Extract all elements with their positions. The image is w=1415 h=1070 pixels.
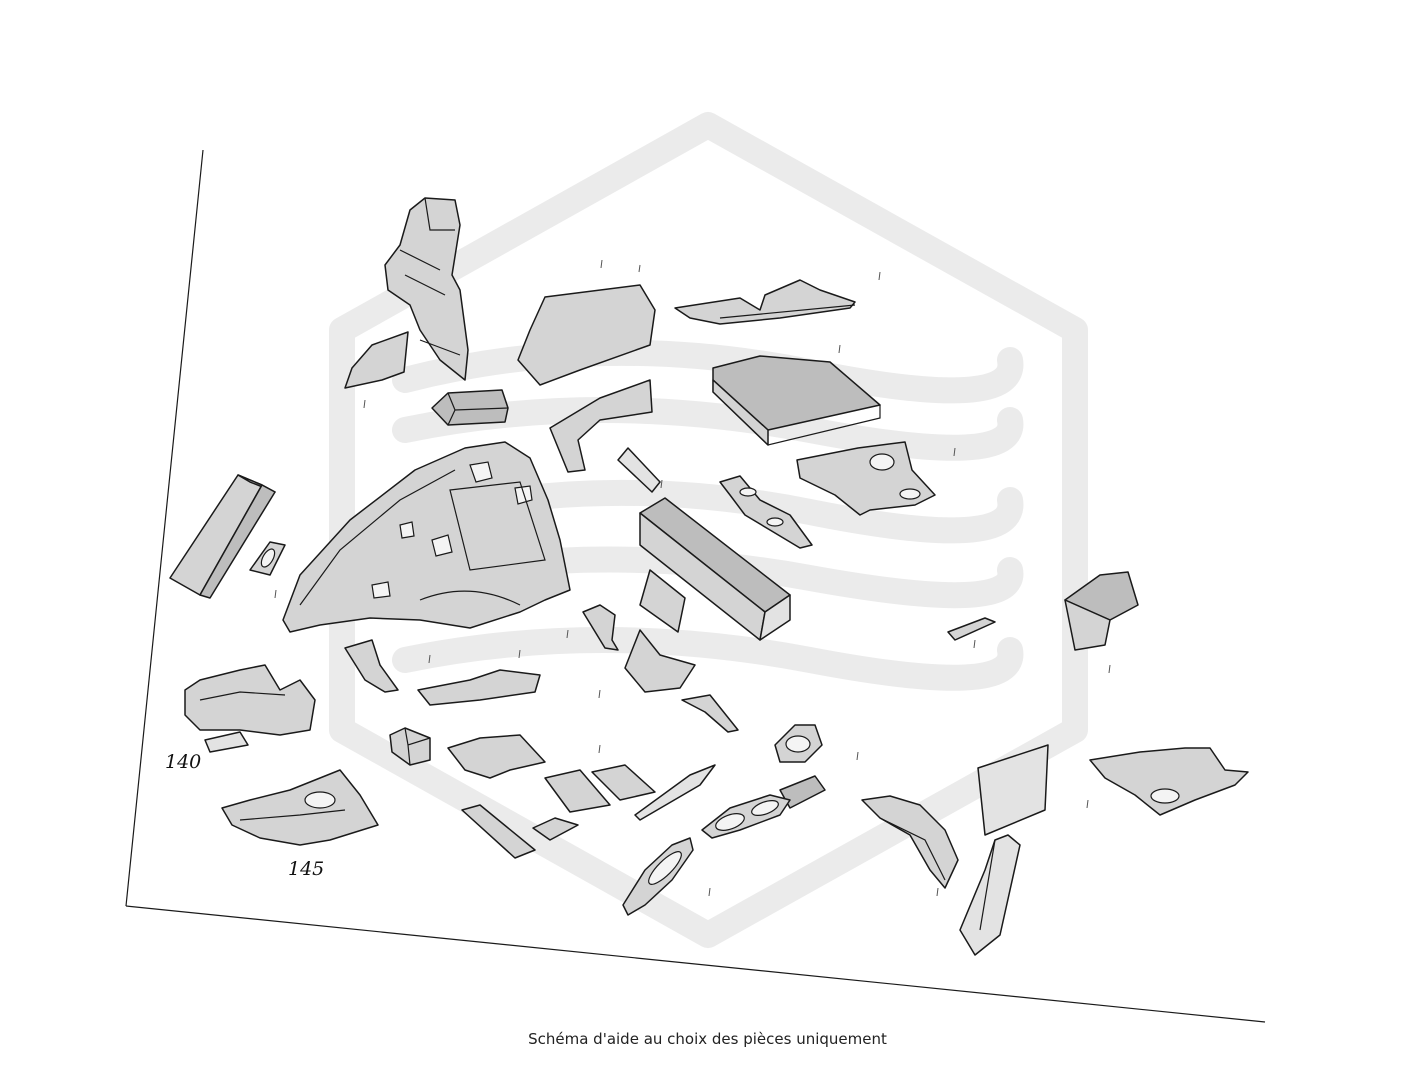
bracket-mid-b[interactable] [624,629,696,693]
screw-markers [274,259,1111,897]
right-plate-with-hole[interactable] [796,441,936,516]
callout-145: 145 [288,858,324,880]
oval-grommet[interactable] [249,541,286,576]
flat-sheet-right[interactable] [977,744,1049,836]
curved-strip-a[interactable] [344,639,399,693]
foam-block-left[interactable] [169,474,276,599]
cube-part[interactable] [1064,571,1139,651]
thin-strip[interactable] [634,764,716,821]
small-box-a[interactable] [431,389,509,426]
small-tag[interactable] [617,447,661,493]
small-bracket-a[interactable] [344,331,409,389]
flat-plate-mid[interactable] [417,669,541,706]
curved-bar-right[interactable] [959,834,1021,956]
inner-wing-panel[interactable] [282,441,571,633]
right-plate-long[interactable] [1089,747,1249,816]
top-rail[interactable] [674,279,856,325]
bracket-mid-a[interactable] [582,604,619,651]
thick-pad[interactable] [712,355,881,446]
round-cap[interactable] [774,724,823,763]
clip-d[interactable] [532,817,579,841]
clip-c[interactable] [461,804,536,859]
crumpled-part-a[interactable] [447,734,546,779]
long-bar[interactable] [639,497,791,641]
callout-140: 140 [165,751,201,773]
long-seal[interactable] [622,837,694,916]
clip-b[interactable] [591,764,656,801]
base-plane [125,149,1266,1023]
curved-shield[interactable] [861,795,959,889]
small-cube[interactable] [389,727,431,766]
bent-strip[interactable] [549,379,653,473]
clip-a[interactable] [544,769,611,813]
bracket-mid-c[interactable] [681,694,739,733]
double-seal[interactable] [701,794,791,839]
part-145[interactable] [221,769,379,846]
vertical-bracket[interactable] [384,197,469,381]
part-140[interactable] [184,664,316,753]
small-wedge[interactable] [947,617,996,641]
square-patch[interactable] [639,569,686,633]
diagram-caption: Schéma d'aide au choix des pièces unique… [528,1030,887,1048]
narrow-gasket[interactable] [719,475,813,549]
top-panel-a[interactable] [517,284,656,386]
